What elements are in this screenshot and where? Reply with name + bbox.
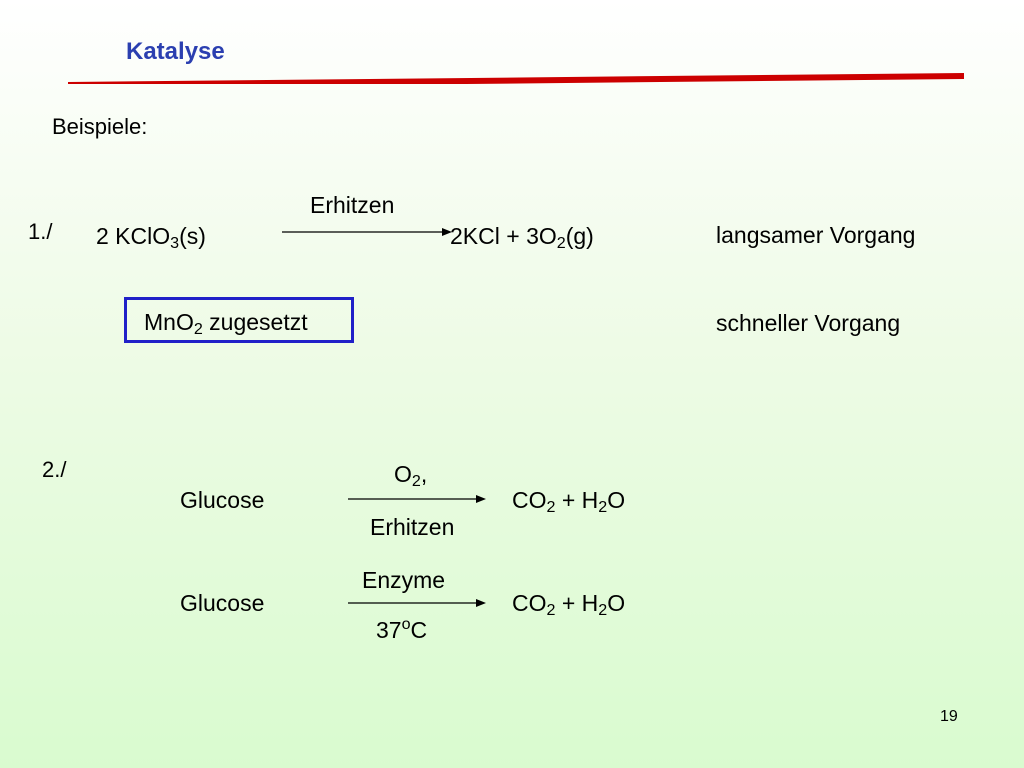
example-1-number: 1./ [28,219,53,244]
note-fast: schneller Vorgang [716,310,901,336]
example-2-number: 2./ [42,457,67,482]
reaction-arrow-3 [348,599,486,607]
slide-title: Katalyse [126,38,225,65]
example-2-reactant-1: Glucose [180,487,265,513]
reaction-arrow-2 [348,495,486,503]
example-2-condition-bottom-2: 37oC [376,615,428,643]
example-2-product-2: CO2 + H2O [512,590,626,620]
note-slow: langsamer Vorgang [716,222,916,248]
example-2-condition-top-2: Enzyme [362,567,446,593]
section-label: Beispiele: [52,114,148,139]
example-2-condition-top-1: O2, [394,461,428,491]
example-1-product: 2KCl + 3O2(g) [450,223,594,253]
reaction-arrow-1 [282,228,452,236]
example-2-reactant-2: Glucose [180,590,265,616]
title-underline-shape [68,73,964,84]
catalyst-label: MnO2 zugesetzt [144,309,308,339]
page-number: 19 [940,708,958,725]
title-underline [68,73,964,84]
example-2-product-1: CO2 + H2O [512,487,626,517]
example-1-condition: Erhitzen [310,192,395,218]
example-1-reactant: 2 KClO3(s) [96,223,206,253]
example-2-condition-bottom-1: Erhitzen [370,514,455,540]
catalyst-box [124,297,354,343]
